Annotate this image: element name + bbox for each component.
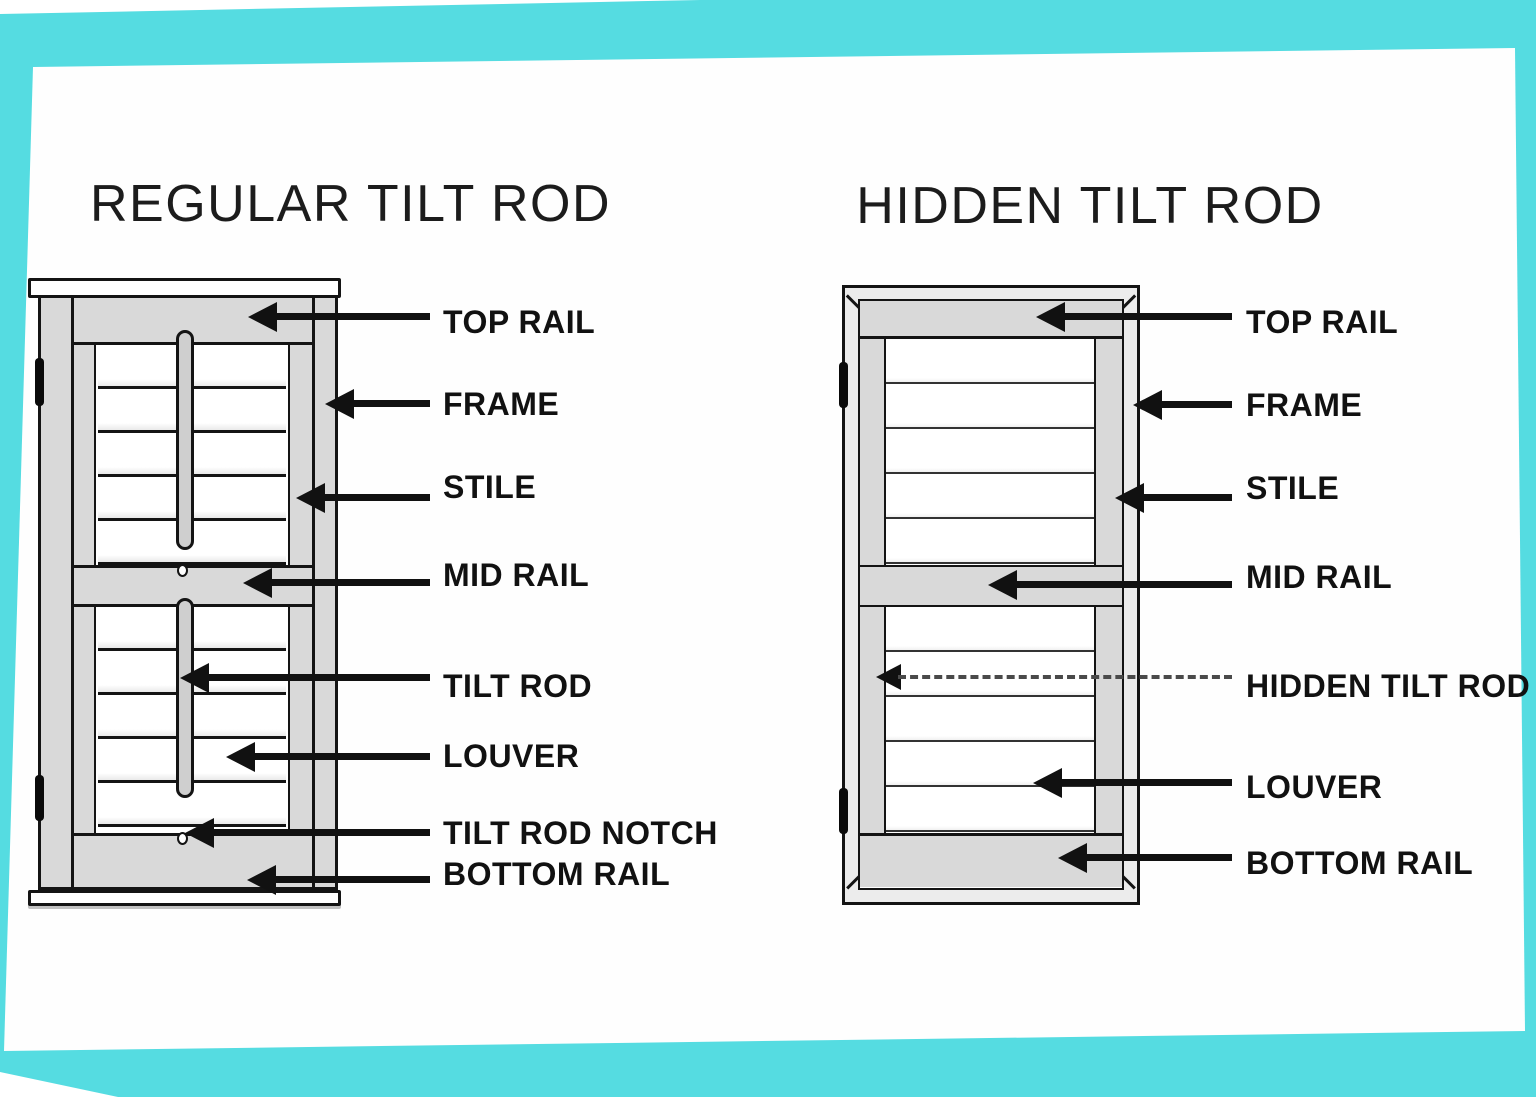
- arrow-shaft: [272, 313, 430, 320]
- hinge-bottom: [839, 788, 848, 834]
- regular-tilt-rod-shutter: [28, 278, 341, 908]
- shutter-frame: [38, 295, 338, 890]
- top-rail: [860, 301, 1122, 339]
- arrow-top-rail-right: [1036, 302, 1232, 332]
- arrow-bottom-rail-left: [247, 865, 430, 895]
- arrow-mid-rail-right: [988, 570, 1232, 600]
- label-tilt-rod-notch: TILT ROD NOTCH: [443, 815, 718, 851]
- tilt-rod-notch-mid: [177, 564, 188, 577]
- hinge-top: [35, 358, 44, 406]
- dashed-arrow-shaft: [898, 675, 1232, 679]
- label-louver-right: LOUVER: [1246, 769, 1383, 805]
- arrow-shaft: [1012, 581, 1232, 588]
- louver-area-upper: [886, 339, 1094, 565]
- arrow-shaft: [1060, 313, 1232, 320]
- arrow-hidden-tilt-rod: [876, 662, 1232, 692]
- label-tilt-rod: TILT ROD: [443, 668, 593, 704]
- arrow-shaft: [1057, 779, 1232, 786]
- left-diagram-title: REGULAR TILT ROD: [90, 175, 611, 233]
- label-bottom-rail-left: BOTTOM RAIL: [443, 856, 671, 892]
- louver-area-lower: [886, 607, 1094, 833]
- arrow-mid-rail-left: [243, 568, 430, 598]
- arrow-louver-left: [226, 742, 430, 772]
- label-mid-rail-left: MID RAIL: [443, 557, 590, 593]
- arrow-tilt-rod: [180, 663, 430, 693]
- arrow-shaft: [267, 579, 430, 586]
- tilt-rod-upper: [176, 330, 194, 550]
- hinge-bottom: [35, 775, 44, 821]
- arrow-shaft: [204, 674, 430, 681]
- label-louver-left: LOUVER: [443, 738, 580, 774]
- arrow-stile-right: [1115, 483, 1232, 513]
- label-bottom-rail-right: BOTTOM RAIL: [1246, 845, 1474, 881]
- label-top-rail-left: TOP RAIL: [443, 304, 596, 340]
- arrow-bottom-rail-right: [1058, 843, 1232, 873]
- label-mid-rail-right: MID RAIL: [1246, 559, 1393, 595]
- arrow-shaft: [1082, 854, 1232, 861]
- arrow-shaft: [271, 876, 430, 883]
- label-frame-right: FRAME: [1246, 387, 1363, 423]
- label-frame-left: FRAME: [443, 386, 560, 422]
- right-diagram-title: HIDDEN TILT ROD: [856, 177, 1324, 235]
- arrow-louver-right: [1033, 768, 1232, 798]
- tilt-rod-lower: [176, 598, 194, 798]
- arrow-shaft: [1157, 401, 1232, 408]
- arrow-stile-left: [296, 483, 430, 513]
- hinge-top: [839, 362, 848, 408]
- label-top-rail-right: TOP RAIL: [1246, 304, 1399, 340]
- arrow-shaft: [250, 753, 430, 760]
- arrow-top-rail-left: [248, 302, 430, 332]
- arrow-shaft: [209, 829, 430, 836]
- label-stile-left: STILE: [443, 469, 537, 505]
- arrow-shaft: [349, 400, 430, 407]
- arrow-shaft: [1139, 494, 1232, 501]
- arrow-frame-left: [325, 389, 430, 419]
- arrow-shaft: [320, 494, 430, 501]
- label-stile-right: STILE: [1246, 470, 1340, 506]
- label-hidden-tilt-rod: HIDDEN TILT ROD: [1246, 668, 1531, 704]
- arrow-frame-right: [1133, 390, 1232, 420]
- arrow-tilt-rod-notch: [185, 818, 430, 848]
- shutter-panel: [71, 298, 315, 887]
- arrowhead-icon: [876, 664, 901, 690]
